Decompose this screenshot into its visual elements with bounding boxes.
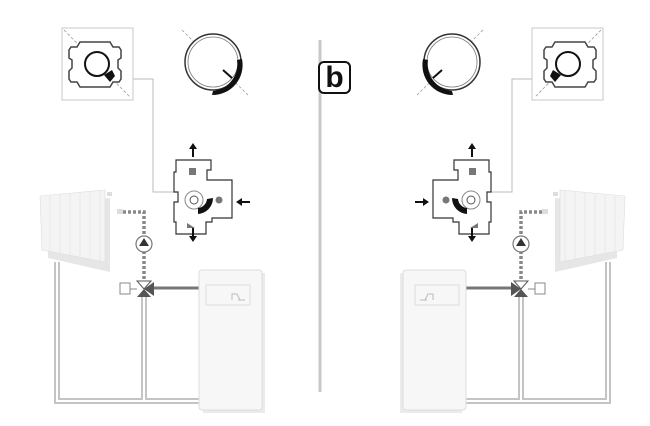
- panel-left: [38, 26, 267, 415]
- panel-right: [398, 26, 627, 415]
- panel-label-badge: b: [318, 61, 351, 94]
